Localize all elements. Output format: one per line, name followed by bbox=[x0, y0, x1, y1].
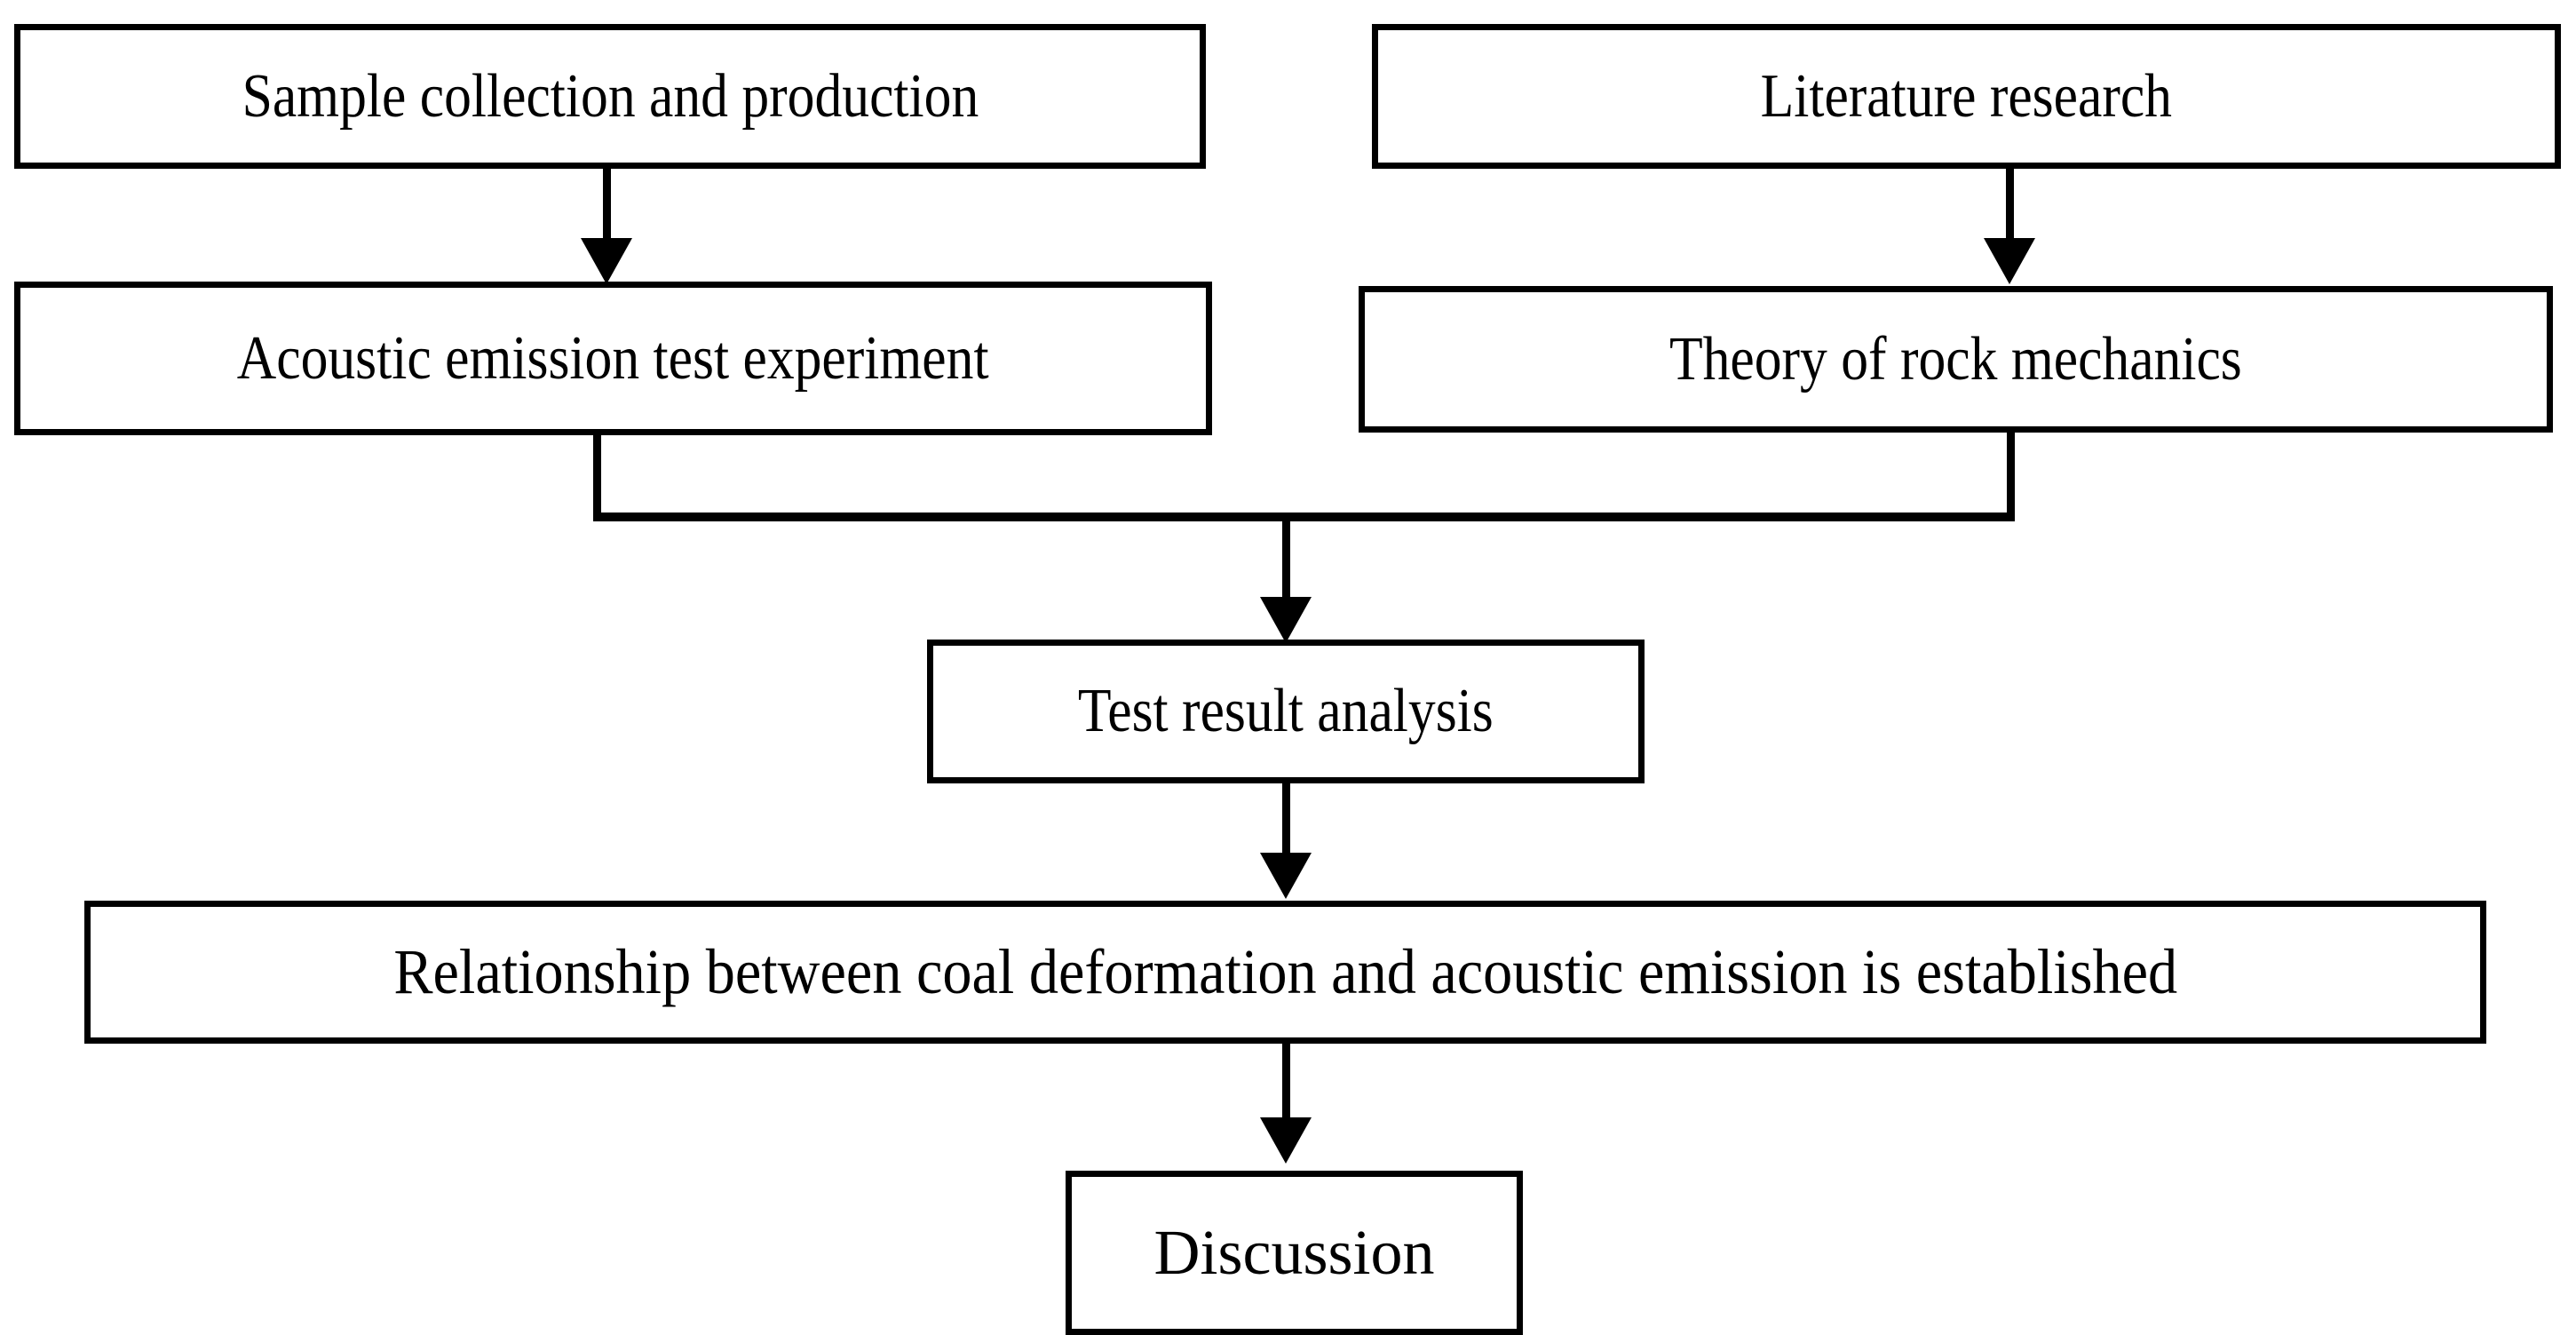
arrowhead-icon-sample-to-acoustic bbox=[581, 238, 632, 284]
arrowhead-icon-literature-to-theory bbox=[1984, 238, 2035, 284]
connector-analysis-to-relationship-line bbox=[1282, 782, 1290, 858]
node-sample-collection-and-production: Sample collection and production bbox=[14, 24, 1206, 169]
node-theory-of-rock-mechanics: Theory of rock mechanics bbox=[1359, 286, 2553, 433]
node-test-result-analysis: Test result analysis bbox=[927, 640, 1645, 783]
node-label: Test result analysis bbox=[1078, 677, 1494, 746]
connector-sample-to-acoustic-line bbox=[603, 167, 611, 247]
connector-theory-to-junction-stub bbox=[2007, 431, 2015, 520]
node-label: Discussion bbox=[1153, 1216, 1435, 1288]
connector-acoustic-to-junction-stub bbox=[593, 433, 601, 520]
connector-relationship-to-discussion-line bbox=[1282, 1042, 1290, 1122]
node-relationship-established: Relationship between coal deformation an… bbox=[84, 901, 2486, 1044]
arrowhead-icon-relationship-to-discussion bbox=[1260, 1117, 1312, 1164]
connector-merge-bar bbox=[593, 513, 2015, 521]
node-label: Acoustic emission test experiment bbox=[237, 323, 989, 393]
node-discussion: Discussion bbox=[1066, 1171, 1523, 1335]
arrowhead-icon-junction-to-analysis bbox=[1260, 597, 1312, 643]
node-label: Theory of rock mechanics bbox=[1669, 324, 2242, 393]
node-label: Relationship between coal deformation an… bbox=[393, 935, 2177, 1007]
connector-literature-to-theory-line bbox=[2006, 167, 2014, 247]
node-literature-research: Literature research bbox=[1372, 24, 2561, 169]
node-label: Sample collection and production bbox=[242, 61, 979, 131]
arrowhead-icon-analysis-to-relationship bbox=[1260, 853, 1312, 899]
node-label: Literature research bbox=[1760, 61, 2173, 131]
connector-junction-to-analysis-line bbox=[1282, 520, 1290, 608]
node-acoustic-emission-test-experiment: Acoustic emission test experiment bbox=[14, 282, 1212, 435]
